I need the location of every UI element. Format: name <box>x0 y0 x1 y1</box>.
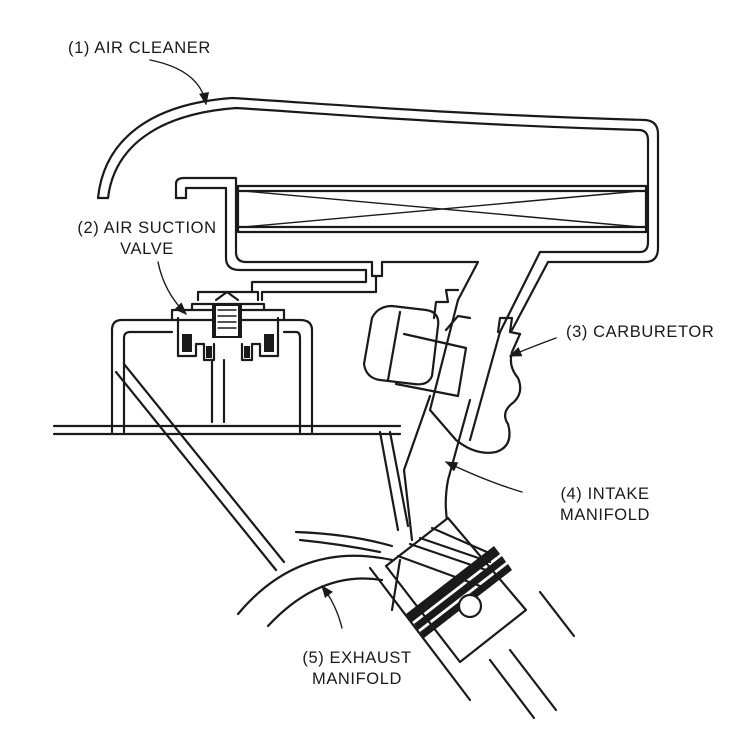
suction-hose <box>250 268 378 302</box>
air-cleaner-housing <box>96 96 660 334</box>
air-suction-valve <box>170 290 286 424</box>
arrow-air-suction-valve <box>157 261 187 315</box>
label-air-suction-valve-line2: VALVE <box>120 240 174 258</box>
label-air-suction-valve: (2) AIR SUCTION VALVE <box>52 218 242 260</box>
arrow-exhaust-manifold <box>321 585 343 629</box>
arrow-carburetor <box>508 337 557 357</box>
leader-lines <box>149 59 557 629</box>
carburetor <box>362 288 522 454</box>
label-air-cleaner: (1) AIR CLEANER <box>68 39 211 57</box>
label-exhaust-manifold-line2: MANIFOLD <box>311 670 403 688</box>
label-intake-manifold-line1: (4) INTAKE <box>560 485 650 503</box>
label-air-suction-valve-line1: (2) AIR SUCTION <box>77 219 217 237</box>
piston-assembly <box>368 516 576 720</box>
label-exhaust-manifold-line1: (5) EXHAUST <box>302 649 412 667</box>
label-intake-manifold: (4) INTAKE MANIFOLD <box>516 484 694 526</box>
arrow-intake-manifold <box>444 461 523 493</box>
label-exhaust-manifold: (5) EXHAUST MANIFOLD <box>272 648 442 690</box>
arrow-air-cleaner <box>149 59 209 106</box>
cylinder-head <box>114 362 410 572</box>
exhaust-manifold <box>236 530 402 628</box>
label-intake-manifold-line2: MANIFOLD <box>559 506 651 524</box>
valve-cover <box>52 318 402 436</box>
label-carburetor: (3) CARBURETOR <box>566 323 715 341</box>
